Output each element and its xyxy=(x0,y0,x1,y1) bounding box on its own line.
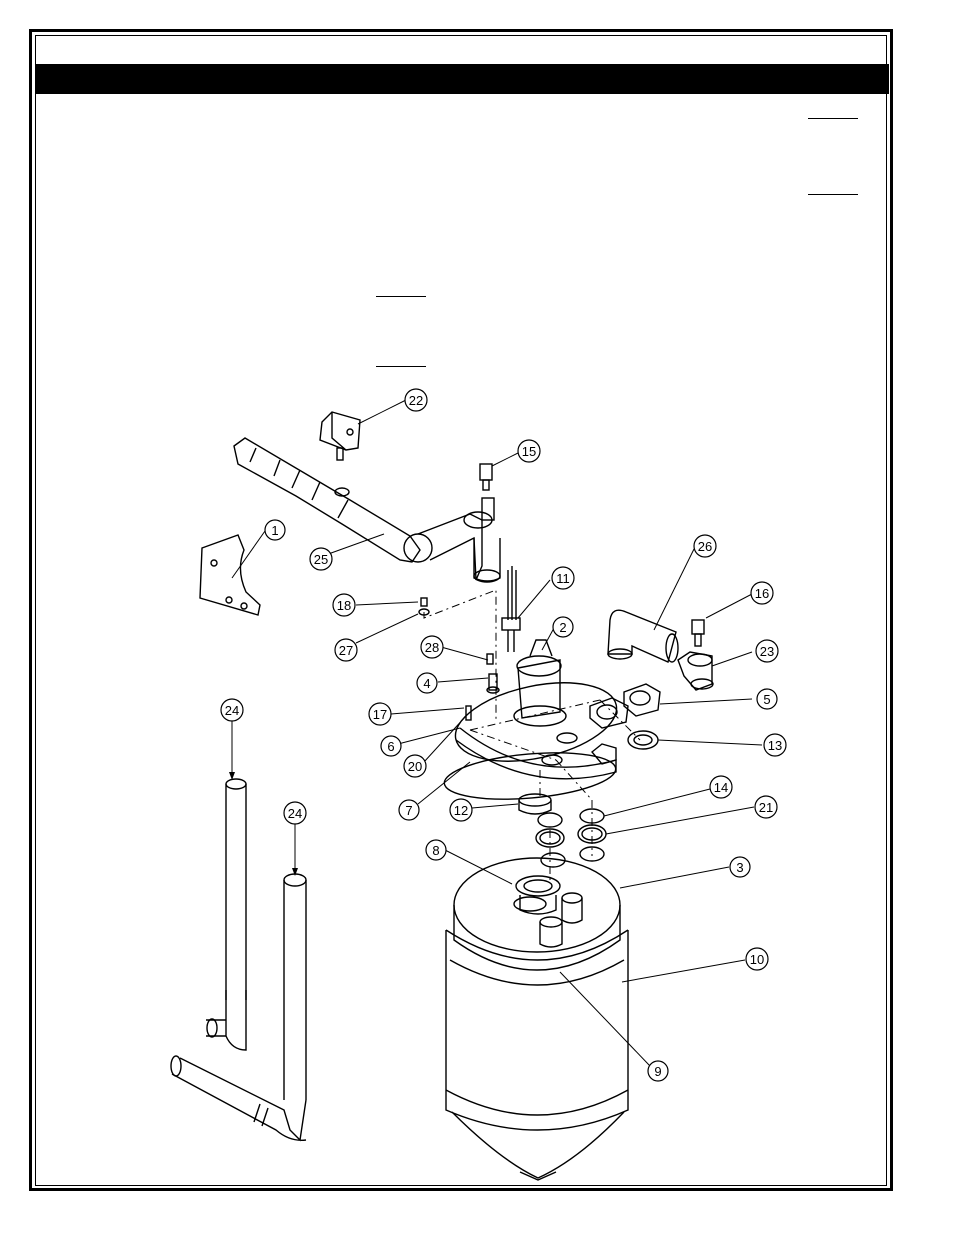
pipe-24-left xyxy=(206,778,247,1051)
svg-text:25: 25 xyxy=(314,552,328,567)
callout-16: 16 xyxy=(750,581,774,605)
svg-text:8: 8 xyxy=(432,843,439,858)
box-part-22 xyxy=(319,411,361,461)
pipe-assembly-25 xyxy=(233,437,501,583)
svg-text:10: 10 xyxy=(750,952,764,967)
svg-text:2: 2 xyxy=(559,620,566,635)
callout-13: 13 xyxy=(763,733,787,757)
svg-text:26: 26 xyxy=(698,539,712,554)
svg-text:20: 20 xyxy=(408,759,422,774)
svg-text:16: 16 xyxy=(755,586,769,601)
callout-27: 27 xyxy=(334,638,358,662)
callout-28: 28 xyxy=(420,635,444,659)
svg-text:4: 4 xyxy=(423,676,430,691)
callout-3: 3 xyxy=(729,856,751,878)
callout-14: 14 xyxy=(709,775,733,799)
callout-12: 12 xyxy=(449,798,473,822)
callout-7: 7 xyxy=(398,799,420,821)
svg-text:17: 17 xyxy=(373,707,387,722)
probe-11 xyxy=(501,566,521,652)
callout-21: 21 xyxy=(754,795,778,819)
callout-15: 15 xyxy=(517,439,541,463)
svg-text:23: 23 xyxy=(760,644,774,659)
svg-text:27: 27 xyxy=(339,643,353,658)
title-bar xyxy=(35,64,889,94)
callout-2: 2 xyxy=(552,616,574,638)
page-border-outer xyxy=(29,29,893,1191)
page-border-inner xyxy=(35,35,887,1186)
blank-line-1 xyxy=(808,118,858,119)
pipe-24-right xyxy=(170,873,307,1142)
svg-text:3: 3 xyxy=(736,860,743,875)
svg-text:7: 7 xyxy=(405,803,412,818)
svg-text:11: 11 xyxy=(556,571,570,586)
blank-line-3 xyxy=(376,296,426,297)
screw-17 xyxy=(465,705,472,721)
fitting-23 xyxy=(677,651,714,691)
clamp-5 xyxy=(589,683,661,729)
housing-2 xyxy=(513,639,567,727)
callout-9: 9 xyxy=(647,1060,669,1082)
bolt-4 xyxy=(486,673,500,694)
bracket-part xyxy=(199,534,261,616)
svg-text:21: 21 xyxy=(759,800,773,815)
elbow-26 xyxy=(607,609,679,663)
callout-18: 18 xyxy=(332,593,356,617)
callout-11: 11 xyxy=(551,566,575,590)
fitting-16 xyxy=(691,619,705,635)
svg-text:1: 1 xyxy=(271,523,278,538)
callout-23: 23 xyxy=(755,639,779,663)
callout-4: 4 xyxy=(416,672,438,694)
seal-13 xyxy=(627,730,659,750)
callout-22: 22 xyxy=(404,388,428,412)
callout-24-left: 24 xyxy=(220,698,244,722)
svg-text:6: 6 xyxy=(387,739,394,754)
callout-6: 6 xyxy=(380,735,402,757)
callout-26: 26 xyxy=(693,534,717,558)
svg-text:13: 13 xyxy=(768,738,782,753)
callout-5: 5 xyxy=(756,688,778,710)
callout-17: 17 xyxy=(368,702,392,726)
svg-text:15: 15 xyxy=(522,444,536,459)
svg-text:12: 12 xyxy=(454,803,468,818)
svg-text:14: 14 xyxy=(714,780,728,795)
svg-text:24: 24 xyxy=(288,806,302,821)
blank-line-4 xyxy=(376,366,426,367)
svg-text:9: 9 xyxy=(654,1064,661,1079)
callout-20: 20 xyxy=(403,754,427,778)
plug-12 xyxy=(518,793,552,815)
fitting-15 xyxy=(479,463,493,481)
callout-10: 10 xyxy=(745,947,769,971)
callout-8: 8 xyxy=(425,839,447,861)
tank-3-8-9-10 xyxy=(445,857,629,1181)
lid-assembly-6-7 xyxy=(443,682,618,800)
callout-24-right: 24 xyxy=(283,801,307,825)
callout-25: 25 xyxy=(309,547,333,571)
svg-text:24: 24 xyxy=(225,703,239,718)
svg-text:22: 22 xyxy=(409,393,423,408)
svg-text:18: 18 xyxy=(337,598,351,613)
screw-18 xyxy=(420,597,428,607)
svg-text:5: 5 xyxy=(763,692,770,707)
screw-28 xyxy=(486,653,494,665)
blank-line-2 xyxy=(808,194,858,195)
svg-text:28: 28 xyxy=(425,640,439,655)
callout-1: 1 xyxy=(264,519,286,541)
